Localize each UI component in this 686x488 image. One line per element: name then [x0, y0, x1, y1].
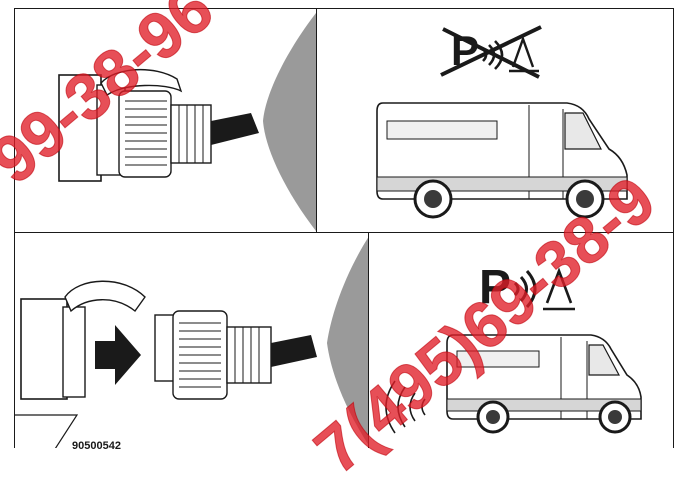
- arrow-right-icon: [95, 325, 141, 385]
- panel-sensor-active: P: [368, 232, 674, 448]
- van-icon: [377, 103, 627, 217]
- panel-sensor-disabled: P: [316, 8, 674, 234]
- panel-plug-removed: [14, 232, 370, 448]
- parking-sensor-icon: P: [479, 261, 575, 314]
- svg-text:P: P: [479, 261, 511, 314]
- plug-socket-icon: [15, 9, 318, 234]
- illustration-figure: P: [0, 0, 686, 456]
- plug-icon: [155, 311, 317, 399]
- van-icon: [447, 335, 641, 432]
- figure-code: 90500542: [72, 440, 121, 452]
- sound-waves-icon: [386, 381, 425, 433]
- parking-sensor-crossed-icon: P: [441, 27, 541, 77]
- panel-plug-connected: [14, 8, 318, 234]
